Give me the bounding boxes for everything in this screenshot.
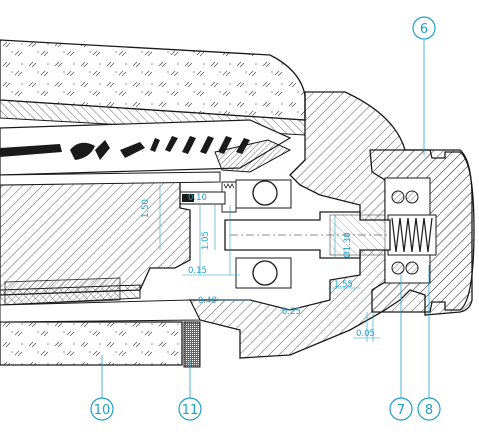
spring (387, 214, 437, 256)
dim-150: 1.50 (141, 199, 151, 218)
dimension-lines (159, 185, 380, 342)
dim-040: 0.40 (198, 296, 217, 306)
svg-text:6: 6 (420, 22, 428, 37)
dim-010: 0.10 (188, 193, 207, 203)
callout-7: 7 (389, 397, 413, 421)
o-rings (391, 190, 419, 275)
dim-130: Ø1.30 (342, 232, 353, 258)
bearings (235, 179, 292, 289)
callout-8: 8 (417, 397, 441, 421)
dim-155: 1.55 (334, 280, 353, 290)
threaded-insert (179, 181, 237, 213)
svg-text:8: 8 (425, 403, 433, 418)
dim-015: 0.15 (188, 266, 207, 276)
svg-text:11: 11 (182, 403, 199, 418)
dim-025: 0.25 (282, 307, 301, 317)
dim-105: 1.05 (201, 231, 211, 250)
bottom-base (0, 299, 201, 368)
stem (224, 211, 391, 259)
callout-leaders (101, 40, 430, 398)
svg-text:10: 10 (94, 403, 111, 418)
dim-005: 0.05 (356, 329, 375, 339)
svg-text:7: 7 (397, 403, 405, 418)
callout-6: 6 (412, 16, 436, 40)
bezel-wedge (214, 139, 292, 173)
top-cover (0, 39, 306, 136)
callout-10: 10 (90, 397, 114, 421)
callout-11: 11 (178, 397, 202, 421)
left-body (0, 171, 221, 306)
